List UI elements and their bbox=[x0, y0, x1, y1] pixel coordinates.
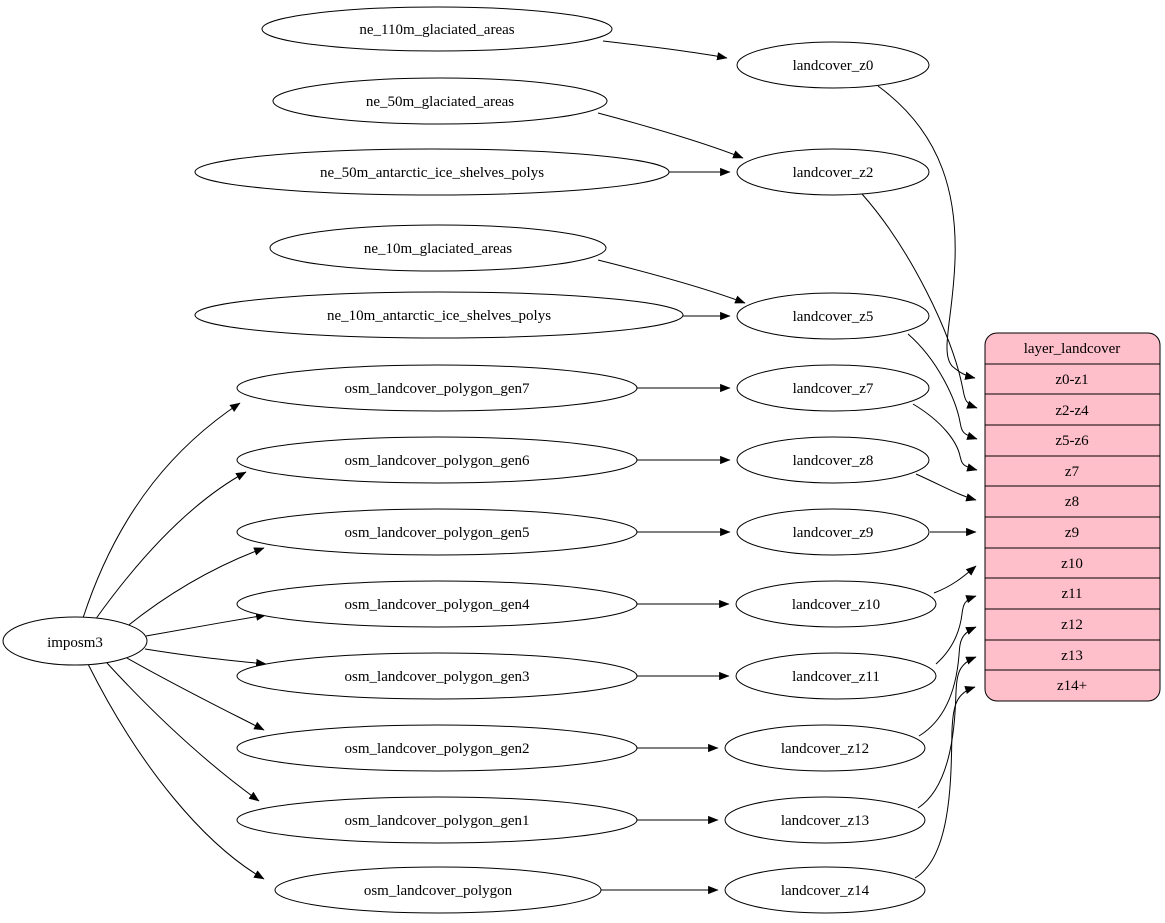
node-label: landcover_z10 bbox=[792, 597, 880, 613]
node-landcover-z7: landcover_z7 bbox=[736, 364, 930, 412]
node-ne-50m-glaciated-areas: ne_50m_glaciated_areas bbox=[272, 77, 608, 125]
table-row-z5-z6: z5-z6 bbox=[1055, 433, 1089, 449]
node-label: landcover_z14 bbox=[781, 883, 870, 899]
node-label: landcover_z7 bbox=[793, 381, 874, 397]
table-title: layer_landcover bbox=[1024, 341, 1121, 357]
node-label: landcover_z8 bbox=[793, 453, 874, 469]
node-label: osm_landcover_polygon_gen3 bbox=[345, 669, 530, 685]
node-landcover-z13: landcover_z13 bbox=[724, 796, 926, 844]
table-row-z0-z1: z0-z1 bbox=[1055, 372, 1088, 388]
edge-imposm3-to-gen2 bbox=[126, 657, 265, 731]
node-landcover-z10: landcover_z10 bbox=[735, 580, 937, 628]
edge-ne10m-glac-to-z5 bbox=[597, 259, 746, 304]
node-osm-landcover-polygon: osm_landcover_polygon bbox=[274, 866, 602, 914]
table-row-z9: z9 bbox=[1065, 525, 1079, 541]
node-ne-50m-antarctic-ice-shelves-polys: ne_50m_antarctic_ice_shelves_polys bbox=[194, 148, 670, 196]
node-landcover-z2: landcover_z2 bbox=[736, 148, 930, 196]
table-row-z12: z12 bbox=[1061, 617, 1083, 633]
node-imposm3: imposm3 bbox=[2, 616, 148, 666]
node-landcover-z9: landcover_z9 bbox=[736, 508, 930, 556]
node-label: osm_landcover_polygon_gen6 bbox=[345, 453, 530, 469]
node-label: ne_10m_glaciated_areas bbox=[364, 241, 512, 257]
node-label: osm_landcover_polygon_gen4 bbox=[345, 597, 530, 613]
table-row-z7: z7 bbox=[1065, 464, 1080, 480]
node-osm-landcover-polygon-gen3: osm_landcover_polygon_gen3 bbox=[236, 652, 638, 700]
node-label: landcover_z13 bbox=[781, 813, 869, 829]
edge-imposm3-to-polygon bbox=[87, 663, 265, 880]
node-landcover-z14: landcover_z14 bbox=[724, 866, 926, 914]
table-row-z14plus: z14+ bbox=[1057, 678, 1087, 694]
table-row-z13: z13 bbox=[1061, 648, 1083, 664]
node-landcover-z8: landcover_z8 bbox=[736, 436, 930, 484]
edge-imposm3-to-gen3 bbox=[144, 648, 267, 668]
node-osm-landcover-polygon-gen4: osm_landcover_polygon_gen4 bbox=[236, 580, 638, 628]
edge-z14-to-row-z14 bbox=[914, 686, 976, 879]
edge-z5-to-row-z5-z6 bbox=[907, 333, 978, 440]
node-label: osm_landcover_polygon_gen2 bbox=[345, 741, 530, 757]
node-layer-landcover-table: layer_landcover z0-z1 z2-z4 z5-z6 z7 z8 … bbox=[984, 332, 1161, 702]
table-row-z10: z10 bbox=[1061, 556, 1083, 572]
edge-z10-to-row-z10 bbox=[933, 565, 977, 594]
node-label: ne_50m_antarctic_ice_shelves_polys bbox=[320, 165, 544, 181]
node-label: osm_landcover_polygon bbox=[364, 883, 513, 899]
table-row-z2-z4: z2-z4 bbox=[1055, 403, 1089, 419]
node-ne-110m-glaciated-areas: ne_110m_glaciated_areas bbox=[261, 6, 613, 52]
node-label: landcover_z9 bbox=[793, 525, 874, 541]
node-ne-10m-antarctic-ice-shelves-polys: ne_10m_antarctic_ice_shelves_polys bbox=[194, 291, 684, 339]
edge-z7-to-row-z7 bbox=[912, 403, 978, 472]
node-landcover-z11: landcover_z11 bbox=[735, 652, 937, 700]
node-label: landcover_z11 bbox=[792, 669, 880, 685]
edge-imposm3-to-gen1 bbox=[106, 662, 260, 802]
node-label: landcover_z12 bbox=[781, 741, 869, 757]
edge-imposm3-to-gen5 bbox=[124, 547, 265, 629]
node-label: ne_110m_glaciated_areas bbox=[359, 22, 514, 38]
node-label: landcover_z2 bbox=[793, 165, 874, 181]
node-label: osm_landcover_polygon_gen1 bbox=[345, 813, 530, 829]
node-imposm3-label: imposm3 bbox=[47, 635, 103, 651]
edge-imposm3-to-gen6 bbox=[94, 471, 247, 621]
node-ne-10m-glaciated-areas: ne_10m_glaciated_areas bbox=[269, 224, 607, 272]
node-label: ne_10m_antarctic_ice_shelves_polys bbox=[327, 308, 551, 324]
node-label: landcover_z5 bbox=[793, 309, 874, 325]
edge-z8-to-row-z8 bbox=[915, 473, 977, 502]
node-label: osm_landcover_polygon_gen5 bbox=[345, 525, 530, 541]
node-label: osm_landcover_polygon_gen7 bbox=[345, 381, 530, 397]
node-osm-landcover-polygon-gen2: osm_landcover_polygon_gen2 bbox=[236, 724, 638, 772]
edge-ne110m-to-z0 bbox=[602, 40, 728, 61]
edge-z13-to-row-z13 bbox=[917, 656, 977, 809]
node-landcover-z5: landcover_z5 bbox=[736, 292, 930, 340]
edge-imposm3-to-gen4 bbox=[145, 612, 267, 637]
node-label: landcover_z0 bbox=[793, 58, 874, 74]
node-landcover-z12: landcover_z12 bbox=[724, 724, 926, 772]
node-landcover-z0: landcover_z0 bbox=[736, 41, 930, 89]
table-row-z11: z11 bbox=[1061, 586, 1082, 602]
node-osm-landcover-polygon-gen6: osm_landcover_polygon_gen6 bbox=[236, 436, 638, 484]
edge-imposm3-to-gen7 bbox=[82, 402, 241, 619]
edge-z11-to-row-z11 bbox=[935, 595, 977, 665]
node-osm-landcover-polygon-gen1: osm_landcover_polygon_gen1 bbox=[236, 796, 638, 844]
node-osm-landcover-polygon-gen7: osm_landcover_polygon_gen7 bbox=[236, 364, 638, 412]
edges-group bbox=[82, 40, 978, 895]
node-label: ne_50m_glaciated_areas bbox=[366, 94, 514, 110]
node-imposm3-shape bbox=[2, 616, 148, 666]
edge-z12-to-row-z12 bbox=[918, 626, 977, 737]
edge-z2-to-row-z2-z4 bbox=[861, 193, 978, 409]
table-row-z8: z8 bbox=[1065, 494, 1079, 510]
edge-ne50m-glac-to-z2 bbox=[597, 112, 744, 159]
node-osm-landcover-polygon-gen5: osm_landcover_polygon_gen5 bbox=[236, 508, 638, 556]
